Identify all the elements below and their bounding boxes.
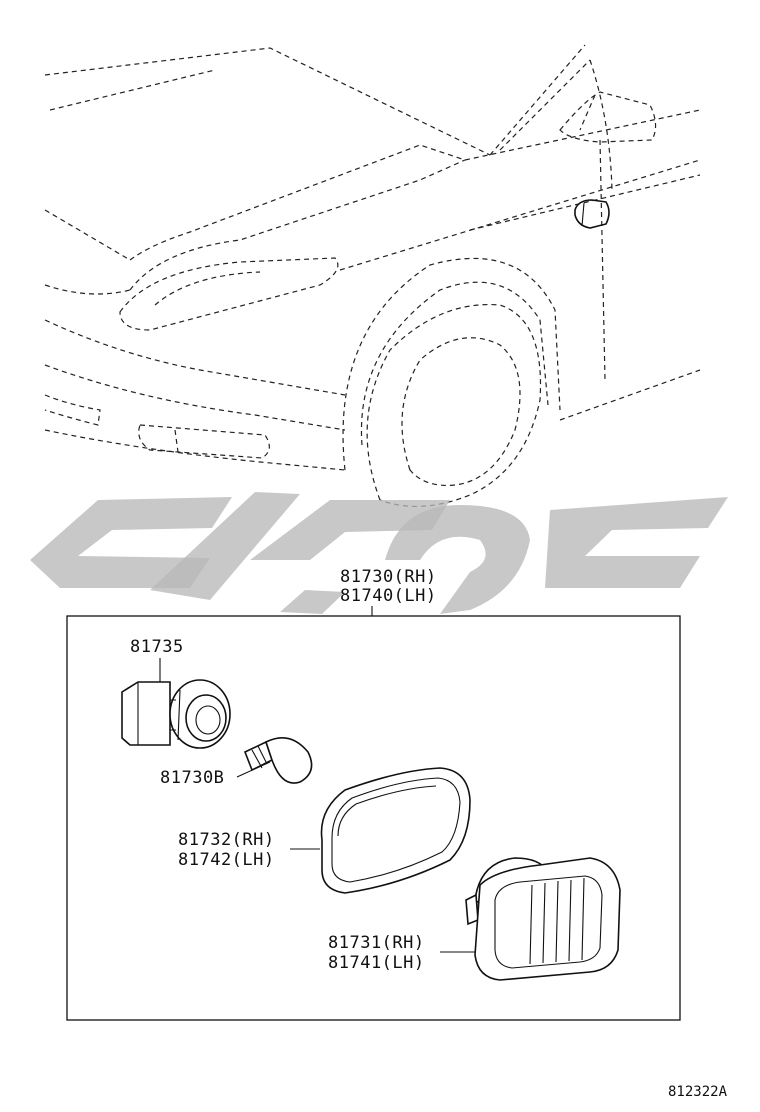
assembly-part-rh: 81730(RH) — [340, 567, 437, 587]
lens-part: 81731(RH) 81741(LH) — [328, 857, 621, 981]
lens-label-rh: 81731(RH) — [328, 933, 425, 953]
assembly-box — [66, 615, 681, 1021]
socket-part: 81735 — [121, 637, 231, 749]
assembly-part-lh: 81740(LH) — [340, 586, 437, 606]
lens-label-lh: 81741(LH) — [328, 953, 425, 973]
gasket-label-rh: 81732(RH) — [178, 830, 275, 850]
watermark-logo — [30, 492, 728, 614]
socket-label: 81735 — [130, 637, 184, 657]
bulb-label: 81730B — [160, 768, 224, 788]
gasket-part: 81732(RH) 81742(LH) — [178, 767, 471, 894]
gasket-label-lh: 81742(LH) — [178, 850, 275, 870]
car-front-illustration — [44, 44, 701, 507]
assembly-callout: 81730(RH) 81740(LH) — [340, 567, 437, 616]
bulb-part: 81730B — [160, 736, 313, 788]
diagram-code: 812322A — [668, 1084, 728, 1100]
